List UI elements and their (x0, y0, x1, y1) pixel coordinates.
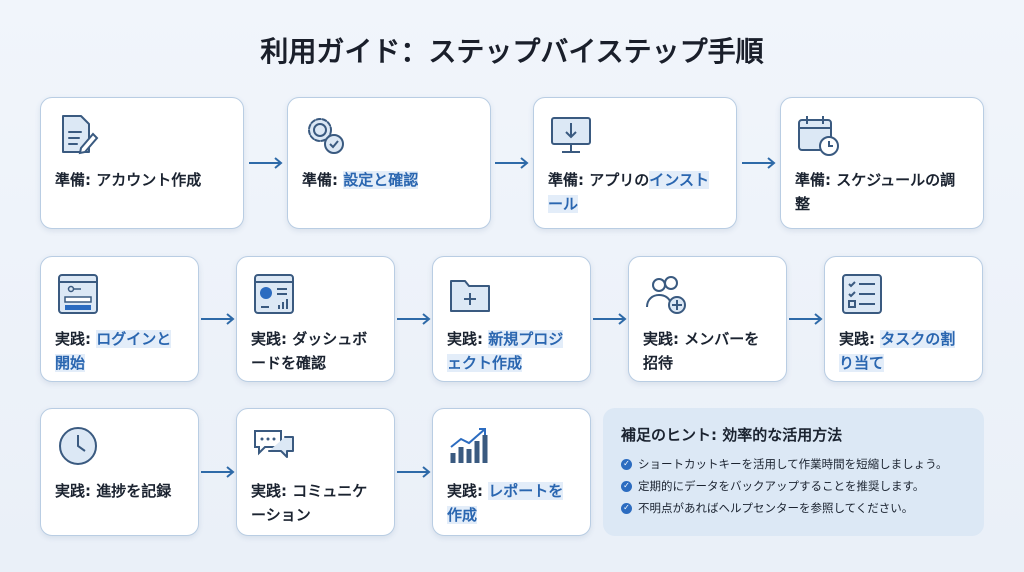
step-prefix: 実践: (55, 482, 97, 500)
step-prefix: 準備: (55, 171, 97, 189)
arrow-right-icon (248, 157, 283, 169)
hint-item: ✓ 不明点があればヘルプセンターを参照してください。 (621, 497, 966, 519)
step-prefix: 実践: (251, 482, 293, 500)
step-card: 実践: ログインと開始 (40, 256, 199, 382)
arrow-right-icon (788, 313, 823, 325)
step-label: 準備: 設定と確認 (302, 168, 476, 192)
chart-growth-icon (450, 428, 488, 463)
step-label: 実践: ログインと開始 (55, 327, 184, 375)
hints-panel: 補足のヒント: 効率的な活用方法 ✓ ショートカットキーを活用して作業時間を短縮し… (603, 408, 984, 536)
check-icon: ✓ (621, 458, 632, 470)
checklist-icon (842, 274, 882, 314)
step-label: 実践: レポートを作成 (447, 479, 576, 527)
step-prefix: 実践: (447, 330, 489, 348)
arrow-right-icon (200, 313, 235, 325)
step-card: 準備: スケジュールの調整 (780, 97, 984, 229)
monitor-download-icon (551, 117, 591, 153)
step-text: 進捗を記録 (96, 482, 172, 500)
arrow-right-icon (396, 466, 431, 478)
page-title: 利用ガイド：ステップバイステップ手順 (260, 35, 764, 68)
step-label: 準備: スケジュールの調整 (795, 168, 969, 216)
step-card: 実践: レポートを作成 (432, 408, 591, 536)
hints-title: 補足のヒント: 効率的な活用方法 (621, 426, 843, 444)
step-label: 実践: 新規プロジェクト作成 (447, 327, 576, 375)
step-label: 実践: メンバーを招待 (643, 327, 772, 375)
step-card: 実践: ダッシュボードを確認 (236, 256, 395, 382)
calendar-clock-icon (798, 116, 839, 156)
dashboard-icon (254, 274, 294, 314)
step-label: 実践: コミュニケーション (251, 479, 380, 527)
arrow-right-icon (741, 157, 776, 169)
hint-text: 定期的にデータをバックアップすることを推奨します。 (638, 479, 925, 493)
folder-plus-icon (450, 280, 490, 312)
step-prefix: 実践: (251, 330, 293, 348)
hint-item: ✓ ショートカットキーを活用して作業時間を短縮しましょう。 (621, 453, 966, 475)
document-edit-icon (62, 115, 99, 155)
step-text: メンバーを招待 (643, 330, 760, 372)
arrow-right-icon (200, 466, 235, 478)
check-icon: ✓ (621, 480, 632, 492)
step-prefix: 準備: (548, 171, 590, 189)
chat-icon (254, 430, 294, 458)
step-label: 実践: 進捗を記録 (55, 479, 184, 503)
step-prefix: 実践: (839, 330, 881, 348)
step-highlight: 設定と確認 (343, 171, 419, 189)
step-card: 実践: 進捗を記録 (40, 408, 199, 536)
step-prefix: 実践: (447, 482, 489, 500)
step-text: スケジュールの調整 (795, 171, 956, 213)
step-label: 準備: アプリのインストール (548, 168, 722, 216)
clock-icon (59, 427, 97, 465)
step-card: 実践: メンバーを招待 (628, 256, 787, 382)
step-prefix: 準備: (795, 171, 837, 189)
hint-text: ショートカットキーを活用して作業時間を短縮しましょう。 (638, 457, 948, 471)
step-card: 準備: アカウント作成 (40, 97, 244, 229)
step-card: 実践: タスクの割り当て (824, 256, 983, 382)
step-text: コミュニケーション (251, 482, 368, 524)
step-card: 実践: 新規プロジェクト作成 (432, 256, 591, 382)
step-text: アプリの (589, 171, 650, 189)
gear-check-icon (308, 118, 344, 154)
step-label: 実践: タスクの割り当て (839, 327, 968, 375)
step-prefix: 準備: (302, 171, 344, 189)
arrow-right-icon (495, 157, 529, 169)
login-window-icon (58, 274, 98, 314)
step-text: ダッシュボードを確認 (251, 330, 368, 372)
step-text: アカウント作成 (96, 171, 202, 189)
arrow-right-icon (396, 313, 431, 325)
users-add-icon (646, 276, 686, 314)
step-card: 準備: アプリのインストール (533, 97, 737, 229)
step-card: 実践: コミュニケーション (236, 408, 395, 536)
arrow-right-icon (592, 313, 627, 325)
check-icon: ✓ (621, 502, 632, 514)
step-prefix: 実践: (55, 330, 97, 348)
step-card: 準備: 設定と確認 (287, 97, 491, 229)
step-label: 実践: ダッシュボードを確認 (251, 327, 380, 375)
step-prefix: 実践: (643, 330, 685, 348)
step-label: 準備: アカウント作成 (55, 168, 229, 192)
hint-item: ✓ 定期的にデータをバックアップすることを推奨します。 (621, 475, 966, 497)
hint-text: 不明点があればヘルプセンターを参照してください。 (638, 501, 914, 515)
